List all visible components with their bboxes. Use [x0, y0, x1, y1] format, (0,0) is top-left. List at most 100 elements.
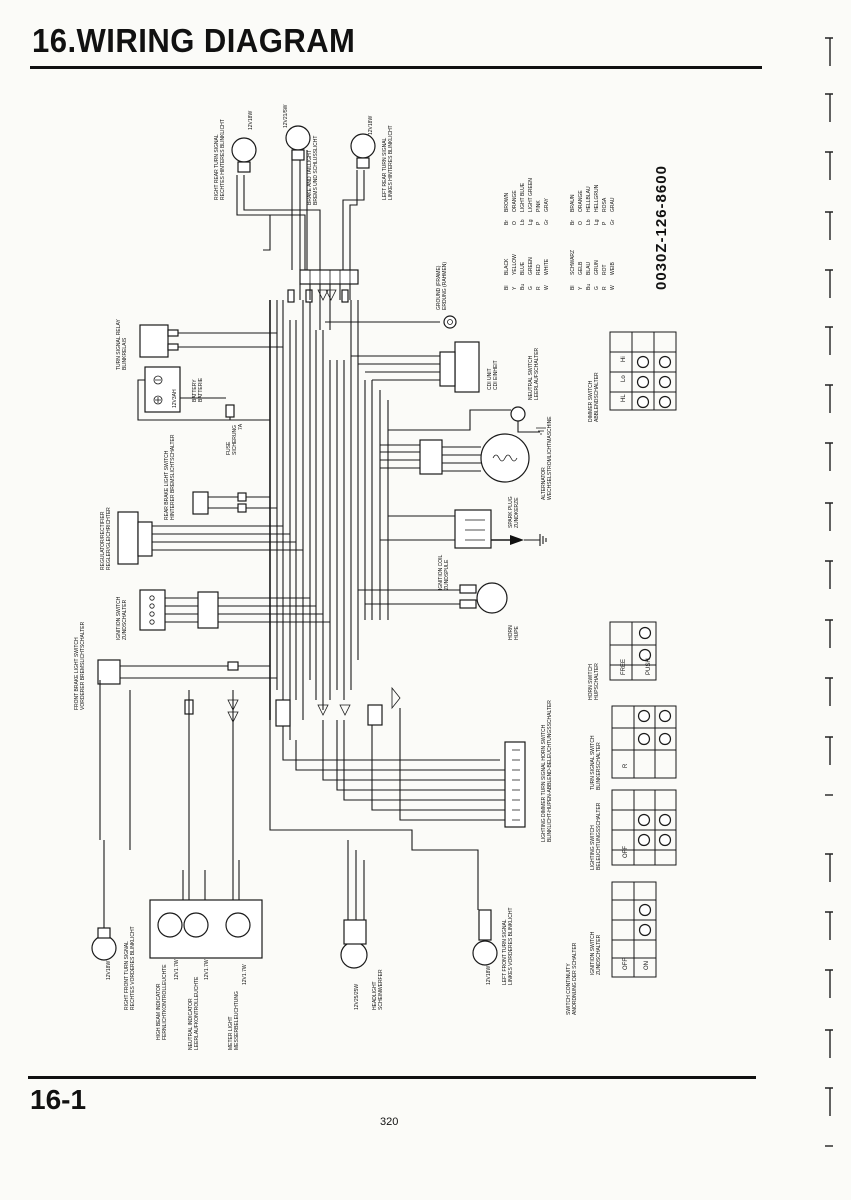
- svg-text:Br: Br: [504, 220, 510, 225]
- svg-text:12V1.7W: 12V1.7W: [204, 959, 210, 980]
- svg-text:BROWN: BROWN: [504, 192, 510, 212]
- svg-text:GRAU: GRAU: [610, 197, 616, 212]
- svg-text:P: P: [602, 221, 608, 225]
- svg-text:ORANGE: ORANGE: [512, 190, 518, 212]
- svg-text:12V3AH: 12V3AH: [172, 389, 178, 408]
- header-rule: [30, 66, 762, 69]
- handlebar-switch-block: LIGHTING DIMMER TURN SIGNAL HORN SWITCH …: [504, 700, 553, 842]
- svg-text:Hi: Hi: [621, 356, 627, 362]
- folio-number: 320: [380, 1116, 399, 1128]
- front-lamps: [91, 720, 498, 969]
- svg-text:RIGHT REAR TURN SIGNAL: RIGHT REAR TURN SIGNAL: [214, 134, 220, 200]
- svg-text:LINKES HINTERES BLINKLICHT: LINKES HINTERES BLINKLICHT: [388, 125, 394, 200]
- svg-text:FREE: FREE: [621, 659, 627, 675]
- svg-text:FRONT BRAKE LIGHT SWITCH: FRONT BRAKE LIGHT SWITCH: [74, 637, 80, 710]
- svg-text:Gr: Gr: [610, 219, 616, 225]
- ignition-switch-main: IGNITION SWITCH ZUNDSCHALTER: [116, 589, 330, 640]
- svg-text:Bu: Bu: [520, 284, 526, 290]
- svg-text:HUPE: HUPE: [514, 625, 520, 640]
- horn: HORN HUPE: [358, 582, 520, 640]
- switch-table-dimmer: HL Lo Hi DIMMER SWITCH ABBLENDSCHALTER: [588, 331, 677, 422]
- svg-text:Lb: Lb: [520, 219, 526, 225]
- svg-text:SICHERUNG: SICHERUNG: [232, 425, 238, 455]
- mid-connectors: [99, 680, 505, 870]
- part-code: 0030Z-126-8600: [653, 165, 670, 290]
- svg-text:MESSERBELEUCHTUNG: MESSERBELEUCHTUNG: [234, 991, 240, 1050]
- svg-text:12V18W: 12V18W: [486, 966, 492, 985]
- svg-text:ZUNDSCHALTER: ZUNDSCHALTER: [596, 934, 602, 975]
- svg-text:O: O: [578, 221, 584, 225]
- svg-text:ROSA: ROSA: [602, 197, 608, 212]
- cdi-unit: CDI UNIT CDI EINHEIT: [351, 341, 499, 393]
- svg-text:RECHTES HINTERES BLINKLICHT: RECHTES HINTERES BLINKLICHT: [220, 119, 226, 200]
- switch-table-ignition: OFF ON IGNITION SWITCH ZUNDSCHALTER: [590, 881, 657, 978]
- svg-text:ALTERNATOR: ALTERNATOR: [541, 467, 547, 500]
- neutral-indicator-bulb: [183, 912, 209, 938]
- turn-signal-relay: TURN SIGNAL RELAY BLINKRELAIS: [116, 318, 283, 370]
- svg-text:BLINKRELAIS: BLINKRELAIS: [122, 337, 128, 370]
- rear-lamp-labels: RIGHT REAR TURN SIGNAL RECHTES HINTERES …: [214, 104, 394, 205]
- svg-text:12V21/5W: 12V21/5W: [283, 104, 289, 128]
- svg-text:BLINKLICHT-HUPEN-ABBLEND-BELEU: BLINKLICHT-HUPEN-ABBLEND-BELEUCHTUNGSSCH…: [547, 700, 553, 842]
- svg-text:BLUE: BLUE: [520, 261, 526, 275]
- svg-text:NEUTRAL SWITCH: NEUTRAL SWITCH: [528, 355, 534, 400]
- svg-text:HUPSCHALTER: HUPSCHALTER: [594, 663, 600, 700]
- alternator: ALTERNATOR WECHSELSTROMLICHTMASCHINE: [380, 416, 553, 500]
- rear-lamps: [231, 125, 376, 330]
- regulator-rectifier: REGULATOR/RECTIFIER REGLER/GLEICHRICHTER: [100, 507, 303, 570]
- svg-text:W: W: [610, 285, 616, 290]
- svg-text:W: W: [544, 285, 550, 290]
- svg-text:LIGHT GREEN: LIGHT GREEN: [528, 178, 534, 212]
- right-rear-turn-bulb: [231, 137, 257, 163]
- right-front-turn-bulb: [91, 935, 117, 961]
- svg-text:ON: ON: [644, 961, 650, 970]
- svg-text:ZUNDSPULE: ZUNDSPULE: [444, 559, 450, 590]
- left-front-turn-bulb: [472, 940, 498, 966]
- svg-text:12V1.7W: 12V1.7W: [174, 959, 180, 980]
- svg-text:TURN SIGNAL SWITCH: TURN SIGNAL SWITCH: [590, 735, 596, 790]
- svg-text:LEFT REAR TURN SIGNAL: LEFT REAR TURN SIGNAL: [382, 137, 388, 200]
- svg-text:Lb: Lb: [586, 219, 592, 225]
- main-harness: [269, 300, 389, 740]
- svg-text:LIGHTING DIMMER TURN SIGNAL: LIGHTING DIMMER TURN SIGNAL HORN SWITCH: [541, 724, 547, 842]
- svg-text:METER LIGHT: METER LIGHT: [228, 1016, 234, 1050]
- svg-text:IGNITION SWITCH: IGNITION SWITCH: [116, 596, 122, 640]
- svg-text:BLAU: BLAU: [586, 262, 592, 275]
- high-beam-bulb: [157, 912, 183, 938]
- svg-text:LIGHT BLUE: LIGHT BLUE: [520, 182, 526, 212]
- svg-text:P: P: [536, 221, 542, 225]
- svg-text:BRAKE AND TAILLIGHT: BRAKE AND TAILLIGHT: [307, 150, 313, 205]
- switch-table-horn: FREE PUSH HORN SWITCH HUPSCHALTER: [588, 621, 657, 700]
- svg-text:G: G: [594, 286, 600, 290]
- svg-text:BREMS UND SCHLUSSLICHT: BREMS UND SCHLUSSLICHT: [313, 136, 319, 205]
- svg-text:HORN: HORN: [508, 625, 514, 640]
- svg-text:LEFT FRONT TURN SIGNAL: LEFT FRONT TURN SIGNAL: [502, 919, 508, 985]
- svg-text:LEERLAUFKONTROLLEUCHTE: LEERLAUFKONTROLLEUCHTE: [194, 976, 200, 1050]
- left-rear-turn-bulb: [350, 133, 376, 159]
- svg-text:HELLGRUN: HELLGRUN: [594, 184, 600, 212]
- svg-text:Y: Y: [578, 286, 584, 290]
- svg-text:REGLER/GLEICHRICHTER: REGLER/GLEICHRICHTER: [106, 507, 112, 570]
- svg-text:7A: 7A: [238, 423, 244, 430]
- svg-text:OFF: OFF: [623, 846, 629, 858]
- svg-text:REGULATOR/RECTIFIER: REGULATOR/RECTIFIER: [100, 511, 106, 570]
- svg-text:PINK: PINK: [536, 200, 542, 212]
- svg-text:ROT: ROT: [602, 264, 608, 275]
- svg-text:12V18W: 12V18W: [248, 111, 254, 130]
- svg-text:12V18W: 12V18W: [368, 116, 374, 135]
- svg-text:Lg: Lg: [528, 219, 534, 225]
- page-number: 16-1: [30, 1084, 87, 1115]
- svg-text:Bl: Bl: [570, 286, 576, 290]
- svg-text:REAR BRAKE LIGHT SWITCH: REAR BRAKE LIGHT SWITCH: [164, 450, 170, 520]
- headlight-bulb: [340, 941, 368, 969]
- svg-text:OFF: OFF: [623, 958, 629, 970]
- svg-text:HORN SWITCH: HORN SWITCH: [588, 664, 594, 700]
- svg-text:SCHEINWERFER: SCHEINWERFER: [378, 969, 384, 1010]
- ground-frame: GROUND (FRAME) ERDUNG (RAHMEN): [325, 262, 457, 329]
- svg-text:HINTERER BREMSLICHTSCHALTER: HINTERER BREMSLICHTSCHALTER: [170, 434, 176, 520]
- svg-text:DIMMER SWITCH: DIMMER SWITCH: [588, 380, 594, 422]
- svg-text:GREEN: GREEN: [528, 257, 534, 275]
- svg-text:Bl: Bl: [504, 286, 510, 290]
- svg-text:BATTERY: BATTERY: [192, 379, 198, 402]
